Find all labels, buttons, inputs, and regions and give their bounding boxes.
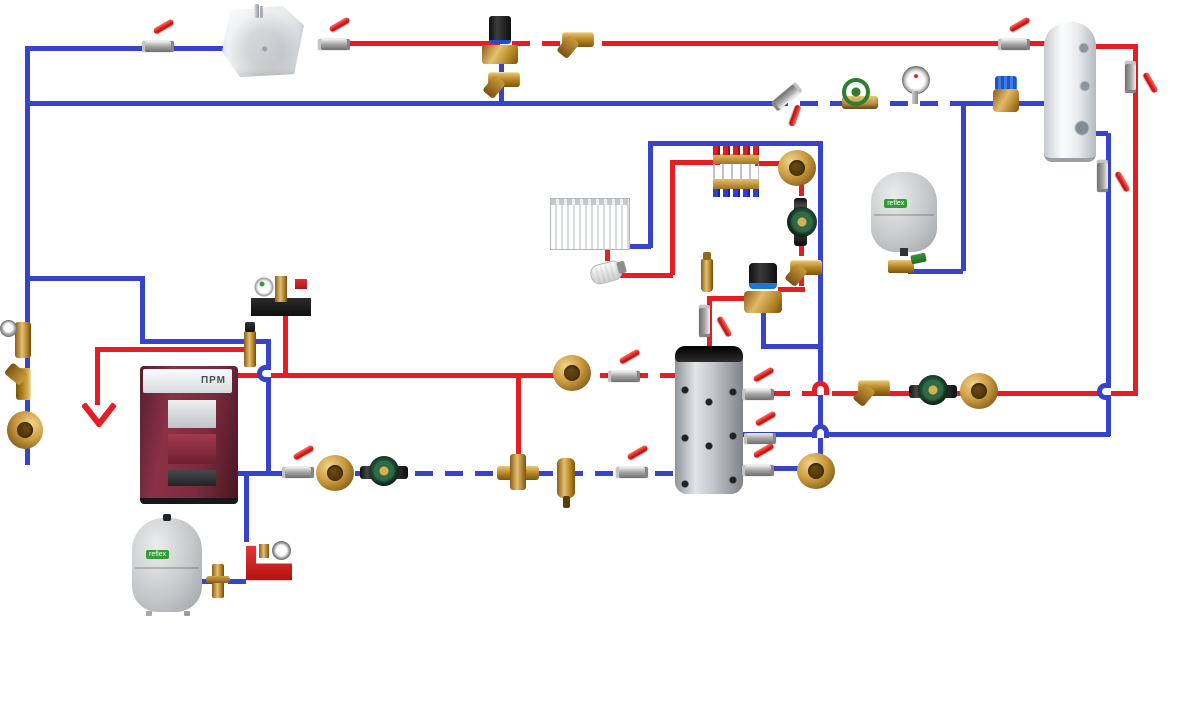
cold-gate-valve xyxy=(840,78,880,114)
mix3way-drop xyxy=(516,376,521,458)
boiler-supply-check-valve xyxy=(553,355,591,391)
dhw-return-valve xyxy=(1093,158,1123,194)
crossover-charge-line xyxy=(812,381,829,395)
boiler-circulation-pump xyxy=(360,452,408,492)
rad-return-link xyxy=(618,244,651,249)
mixvalve-left-link xyxy=(707,296,752,301)
boiler-fill-valve xyxy=(239,322,261,372)
safety-drop xyxy=(244,474,249,542)
buffer-mid-valve xyxy=(742,418,778,448)
left-branch xyxy=(25,276,143,281)
rad-return-riser xyxy=(648,141,653,248)
rad-supply-riser xyxy=(670,160,675,275)
fill-line xyxy=(97,347,249,352)
buffer-tank xyxy=(675,346,743,494)
hot-line-dashed xyxy=(482,41,612,46)
dhw-hot-drop xyxy=(1133,44,1138,395)
dhw-charge-pump xyxy=(909,371,957,411)
drain-direction-arrow xyxy=(76,400,120,434)
dhw-return-stub xyxy=(1090,131,1108,136)
filling-safety-group xyxy=(246,538,292,582)
dhw-tank-hot-valve xyxy=(996,24,1032,54)
bsg-riser xyxy=(283,313,288,375)
rad-return-top xyxy=(648,141,823,146)
mixer-cold-strainer xyxy=(484,64,524,100)
vessel-connection-valve xyxy=(206,560,230,602)
boiler-return-valve xyxy=(280,452,316,482)
hot-line2 xyxy=(612,41,1047,46)
mixvalve-right-link xyxy=(778,287,805,292)
crossover-dhw-return xyxy=(1097,383,1111,400)
dhw-coil-supply-valve xyxy=(1121,59,1151,95)
thermostatic-mixing-valve xyxy=(478,16,522,66)
manifold-check-valve xyxy=(778,150,816,186)
solid-fuel-boiler: ПРМ xyxy=(140,366,238,504)
cold-main xyxy=(25,101,770,106)
charge-check-valve xyxy=(960,373,998,409)
loop-return-check-valve xyxy=(797,453,835,489)
boiler-supply-valve xyxy=(606,356,642,386)
cold-inlet-strainer xyxy=(3,364,39,404)
mixing-3way-valve xyxy=(497,452,539,492)
boiler-cold-drop xyxy=(266,339,271,476)
rad-head-stub xyxy=(605,245,610,261)
pressure-reducing-valve xyxy=(0,318,42,362)
boiler-return-check-valve xyxy=(316,455,354,491)
loop-drop xyxy=(818,141,823,459)
rad-supply-link xyxy=(620,273,673,278)
sink-shutoff-valve xyxy=(140,26,176,56)
left-branch-drop xyxy=(140,276,145,344)
dhw-out-stub xyxy=(1092,44,1136,49)
boiler-safety-group xyxy=(251,274,311,316)
buffer-bottom-valve xyxy=(740,450,776,480)
charge-line-strainer xyxy=(854,372,894,408)
hot-water-tank xyxy=(1044,22,1096,162)
cold-main-valve xyxy=(767,78,814,124)
buffer-top-valve xyxy=(695,303,725,339)
dhw-safety-valve xyxy=(991,76,1021,116)
heating-expansion-vessel: reflex xyxy=(132,514,202,612)
radiator-circuit-pump xyxy=(781,200,821,244)
auto-air-vent xyxy=(696,252,718,298)
mix-bottom-link xyxy=(763,344,821,349)
buffer-mid-line xyxy=(742,432,1110,437)
loop-expansion-vessel-label: reflex xyxy=(884,199,908,209)
sink-cold-line xyxy=(25,46,225,51)
mix-bottom-drop xyxy=(761,312,766,349)
panel-radiator xyxy=(550,198,630,250)
charge-line-dashed xyxy=(742,391,832,396)
fill-drop xyxy=(95,347,100,405)
dhw-hot-outlet-valve xyxy=(316,24,352,54)
vessel-link xyxy=(908,269,963,274)
left-riser xyxy=(25,46,30,465)
solid-fuel-boiler-label: ПРМ xyxy=(200,375,226,386)
boiler-return-dashed xyxy=(295,471,690,476)
dhw-return-drop xyxy=(1106,133,1111,436)
separator-return-valve xyxy=(614,452,650,482)
kitchen-sink xyxy=(222,4,304,80)
cold-inlet-check-valve xyxy=(7,411,43,449)
hot-line-strainer xyxy=(558,24,598,60)
cold-pressure-gauge xyxy=(901,66,930,106)
dirt-separator xyxy=(551,456,581,508)
boiler-cold-line xyxy=(140,339,271,344)
buffer-charge-valve xyxy=(740,374,776,404)
manifold-left-link xyxy=(670,160,720,165)
vessel-riser xyxy=(961,101,966,271)
boiler-return xyxy=(233,471,295,476)
radiator-thermostat xyxy=(587,252,630,290)
manifold-right-link xyxy=(755,161,783,166)
floor-heating-manifold xyxy=(713,146,759,198)
crossover-mid-return xyxy=(812,424,829,438)
hot-line xyxy=(330,41,482,46)
loop-mixing-unit xyxy=(741,263,785,315)
heating-expansion-vessel-label: reflex xyxy=(146,549,170,559)
radiator-loop-strainer xyxy=(786,252,826,288)
vessel-shutoff-valve xyxy=(886,248,926,282)
boiler-supply xyxy=(233,373,540,378)
crossover-boiler-cold xyxy=(257,365,271,382)
loop-expansion-vessel: reflex xyxy=(871,172,937,256)
